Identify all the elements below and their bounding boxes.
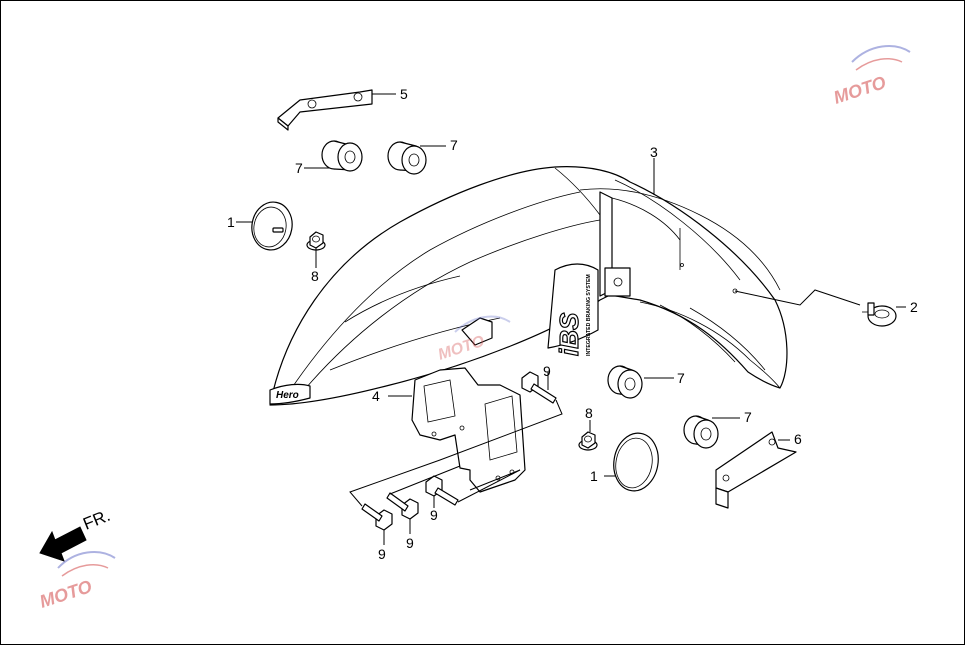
callout-8-lower: 8 [585, 405, 593, 421]
ibs-caption: INTEGRATED BRAKING SYSTEM [586, 274, 592, 356]
front-direction-label: FR. [80, 506, 113, 534]
callout-2: 2 [910, 299, 918, 315]
bolt-upper [521, 371, 557, 404]
mount-bracket-plate [411, 367, 526, 493]
cap-lower [613, 432, 659, 492]
watermark-text-top-right: MOTO [831, 72, 888, 108]
bolt-lower-right [386, 492, 419, 520]
lower-bracket [715, 431, 797, 509]
grommet-lower [683, 415, 719, 449]
flange-nut-lower [578, 431, 598, 451]
grommet-middle [607, 365, 643, 399]
callout-7-upper-right: 7 [450, 137, 458, 153]
callout-9-lower-left: 9 [378, 546, 386, 562]
watermark-logo-icon: MOTO [831, 45, 911, 108]
callout-4: 4 [372, 388, 380, 404]
grommet-upper-right [387, 141, 427, 175]
watermark-text-bottom-left: MOTO [37, 576, 94, 612]
callout-5: 5 [400, 86, 408, 102]
callout-1-lower: 1 [590, 468, 598, 484]
watermark-logo-icon: MOTO [37, 551, 116, 612]
callout-9-mid: 9 [430, 507, 438, 523]
callout-9-upper: 9 [543, 363, 551, 379]
ibs-logo: iBS [554, 312, 584, 356]
callout-7-middle: 7 [677, 370, 685, 386]
grommet-upper-left [321, 140, 363, 172]
trim-clip [862, 302, 897, 327]
callout-6: 6 [794, 431, 802, 447]
bolt-mid [425, 475, 459, 506]
callout-8-upper: 8 [311, 268, 319, 284]
flange-nut-upper [306, 231, 326, 251]
callout-1-upper: 1 [227, 214, 235, 230]
leader-lines [236, 93, 906, 545]
cap-upper [251, 201, 293, 251]
callout-labels: 5 7 7 3 1 8 2 4 9 7 8 7 6 1 9 9 9 [227, 86, 918, 562]
callout-7-lower: 7 [744, 409, 752, 425]
front-fender: Hero iBS INTEGRATED BRAKING SYSTEM [269, 166, 788, 406]
callout-9-lower-right: 9 [406, 535, 414, 551]
bolt-lower-left [361, 503, 393, 531]
callout-3: 3 [650, 144, 658, 160]
callout-7-upper-left: 7 [295, 160, 303, 176]
fender-brand-badge: Hero [276, 390, 299, 401]
upper-bracket [277, 89, 373, 131]
